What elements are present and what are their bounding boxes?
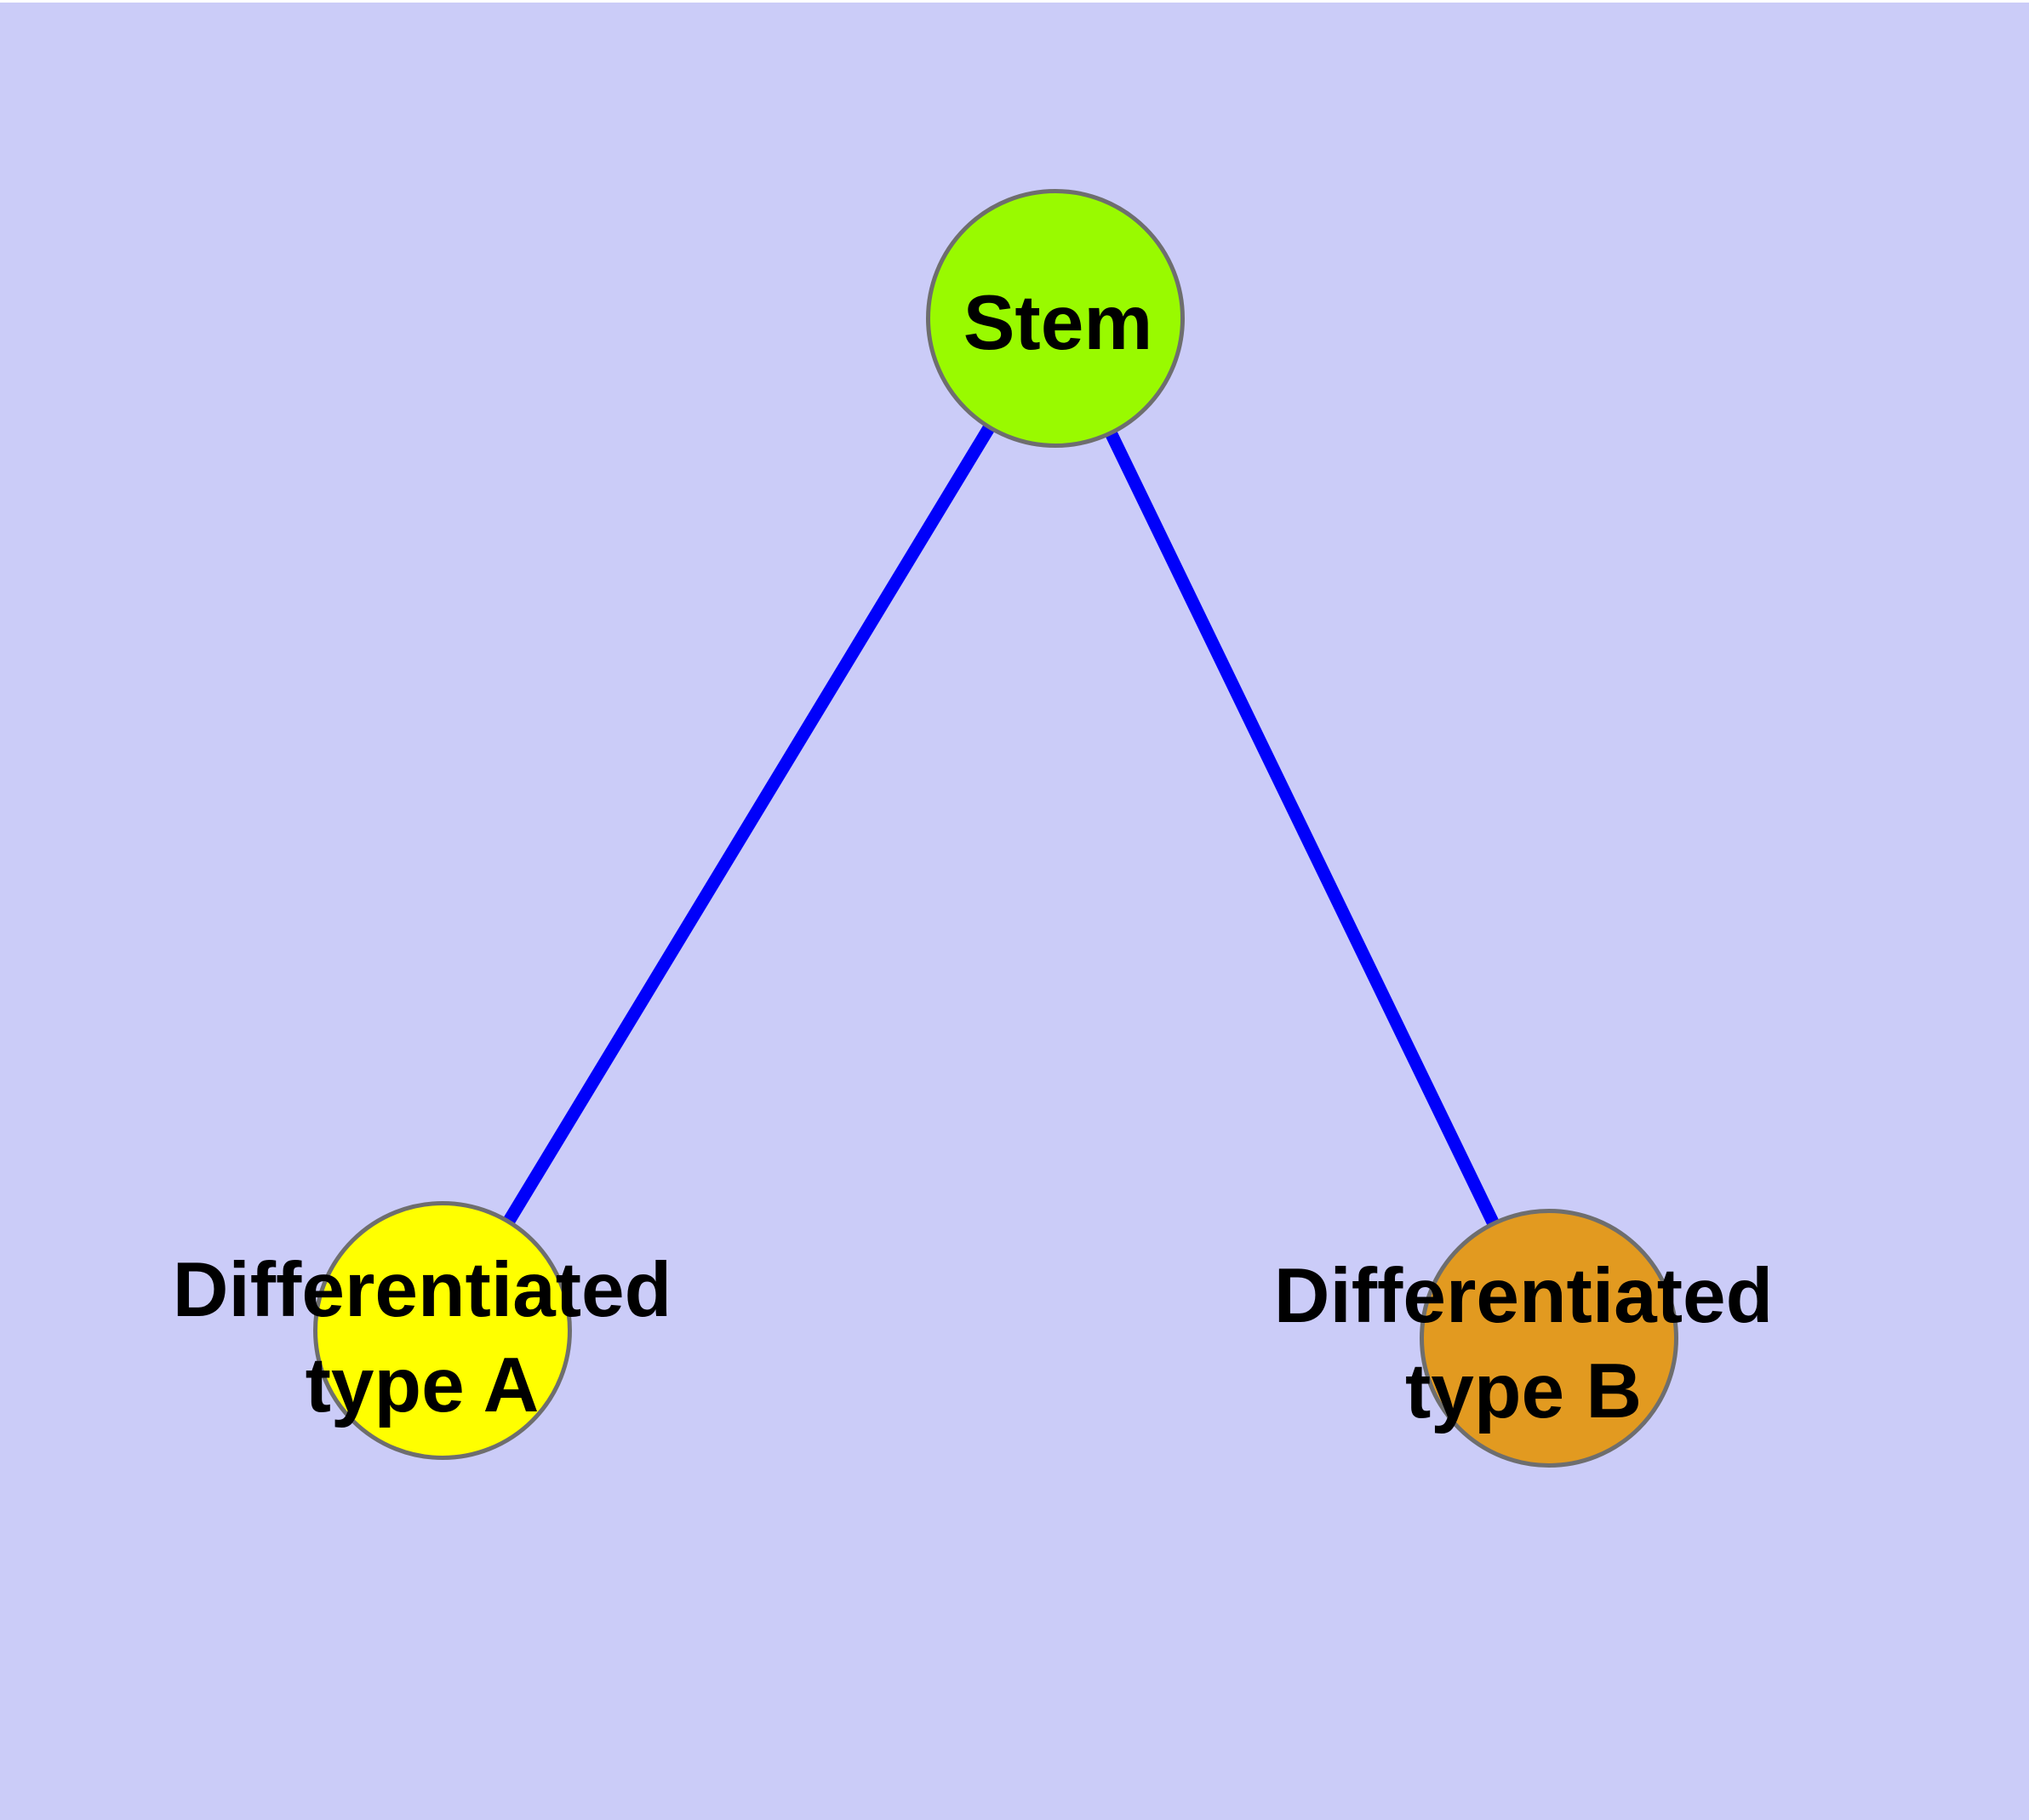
- edge-stem-to-diff-b: [1049, 315, 1555, 1342]
- node-differentiated-type-b: [1420, 1209, 1678, 1468]
- edge-stem-to-diff-a: [437, 315, 1061, 1334]
- node-label-differentiated-type-b: Differentiated type B: [1273, 1253, 1774, 1434]
- node-label-stem: Stem: [963, 280, 1153, 366]
- node-differentiated-type-a: [313, 1201, 572, 1460]
- node-label-differentiated-type-a: Differentiated type A: [172, 1247, 672, 1428]
- node-stem: [926, 189, 1185, 448]
